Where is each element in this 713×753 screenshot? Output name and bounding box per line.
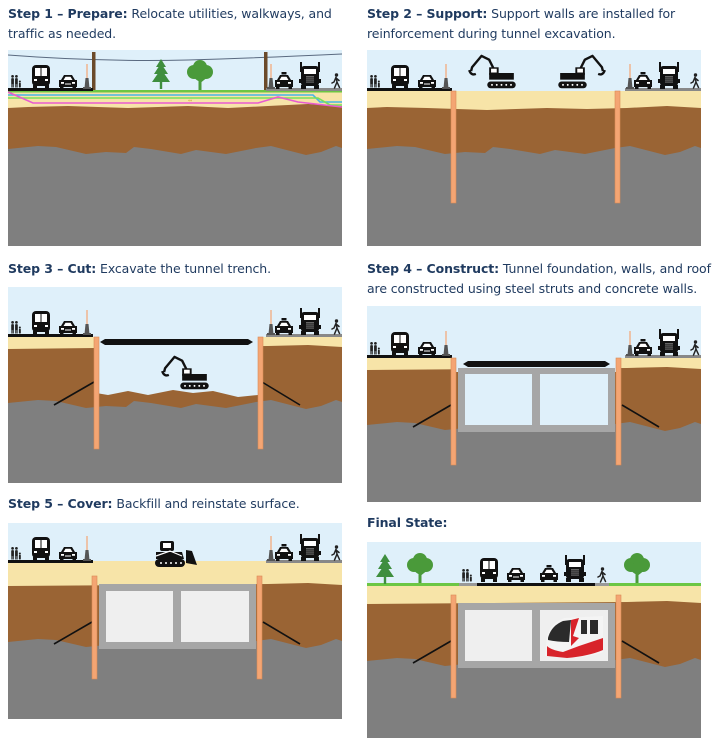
bus-icon xyxy=(391,65,409,89)
step1-diagram: ⇔ xyxy=(8,50,342,246)
lrt-train-icon xyxy=(545,616,603,658)
step3-text: Excavate the tunnel trench. xyxy=(96,261,271,276)
step1-title: Step 1 – Prepare: xyxy=(8,6,128,21)
step4-text: Tunnel foundation, walls, and roof are c… xyxy=(367,261,711,296)
step3-caption: Step 3 – Cut: Excavate the tunnel trench… xyxy=(8,259,348,279)
telecom-line xyxy=(8,91,342,108)
step3-title: Step 3 – Cut: xyxy=(8,261,97,276)
step4-title: Step 4 – Construct: xyxy=(367,261,500,276)
water-line xyxy=(8,94,342,103)
support-wall-left xyxy=(450,357,457,466)
support-wall-left xyxy=(450,90,457,204)
support-wall-left xyxy=(93,336,100,450)
bus-icon xyxy=(32,537,50,561)
final-caption: Final State: xyxy=(367,513,707,533)
tunnel-cell-left xyxy=(465,374,532,425)
step1-caption: Step 1 – Prepare: Relocate utilities, wa… xyxy=(8,4,338,44)
tunnel-cell-right xyxy=(540,374,608,425)
tunnel-cell-left xyxy=(106,591,173,642)
utility-pole-icon xyxy=(92,52,96,92)
step5-caption: Step 5 – Cover: Backfill and reinstate s… xyxy=(8,494,348,514)
bus-icon xyxy=(480,558,498,582)
step2-title: Step 2 – Support: xyxy=(367,6,488,21)
final-state-diagram xyxy=(367,542,701,738)
step3-diagram xyxy=(8,287,342,483)
svg-text:⇔: ⇔ xyxy=(188,98,192,104)
bus-icon xyxy=(32,65,50,89)
tieback-left xyxy=(53,621,93,645)
support-wall-right xyxy=(615,357,622,466)
step1-text: Relocate utilities, walkways, and traffi… xyxy=(8,6,332,41)
support-wall-left xyxy=(91,575,98,680)
gas-line xyxy=(8,97,342,106)
utility-pole-icon xyxy=(264,52,268,92)
tieback-right xyxy=(261,381,301,406)
bus-icon xyxy=(391,332,409,356)
step5-text: Backfill and reinstate surface. xyxy=(112,496,300,511)
tieback-left xyxy=(53,381,95,406)
tieback-right xyxy=(621,404,660,428)
tieback-right xyxy=(621,640,660,664)
step2-caption: Step 2 – Support: Support walls are inst… xyxy=(367,4,707,44)
tieback-left xyxy=(412,404,452,428)
support-wall-right xyxy=(257,336,264,450)
support-wall-left xyxy=(450,594,457,699)
tieback-right xyxy=(262,621,301,645)
step5-title: Step 5 – Cover: xyxy=(8,496,113,511)
tunnel-cell-left xyxy=(465,610,532,661)
step2-diagram xyxy=(367,50,701,246)
step4-diagram xyxy=(367,306,701,502)
support-wall-right xyxy=(615,594,622,699)
steel-strut xyxy=(100,339,253,345)
step4-caption: Step 4 – Construct: Tunnel foundation, w… xyxy=(367,259,712,299)
tieback-left xyxy=(412,640,452,664)
steel-strut xyxy=(463,361,610,367)
step2-text: Support walls are installed for reinforc… xyxy=(367,6,676,41)
step5-diagram xyxy=(8,523,342,719)
final-title: Final State: xyxy=(367,515,448,530)
bus-icon xyxy=(32,311,50,335)
tunnel-cell-right xyxy=(181,591,249,642)
support-wall-right xyxy=(256,575,263,680)
support-wall-right xyxy=(614,90,621,204)
